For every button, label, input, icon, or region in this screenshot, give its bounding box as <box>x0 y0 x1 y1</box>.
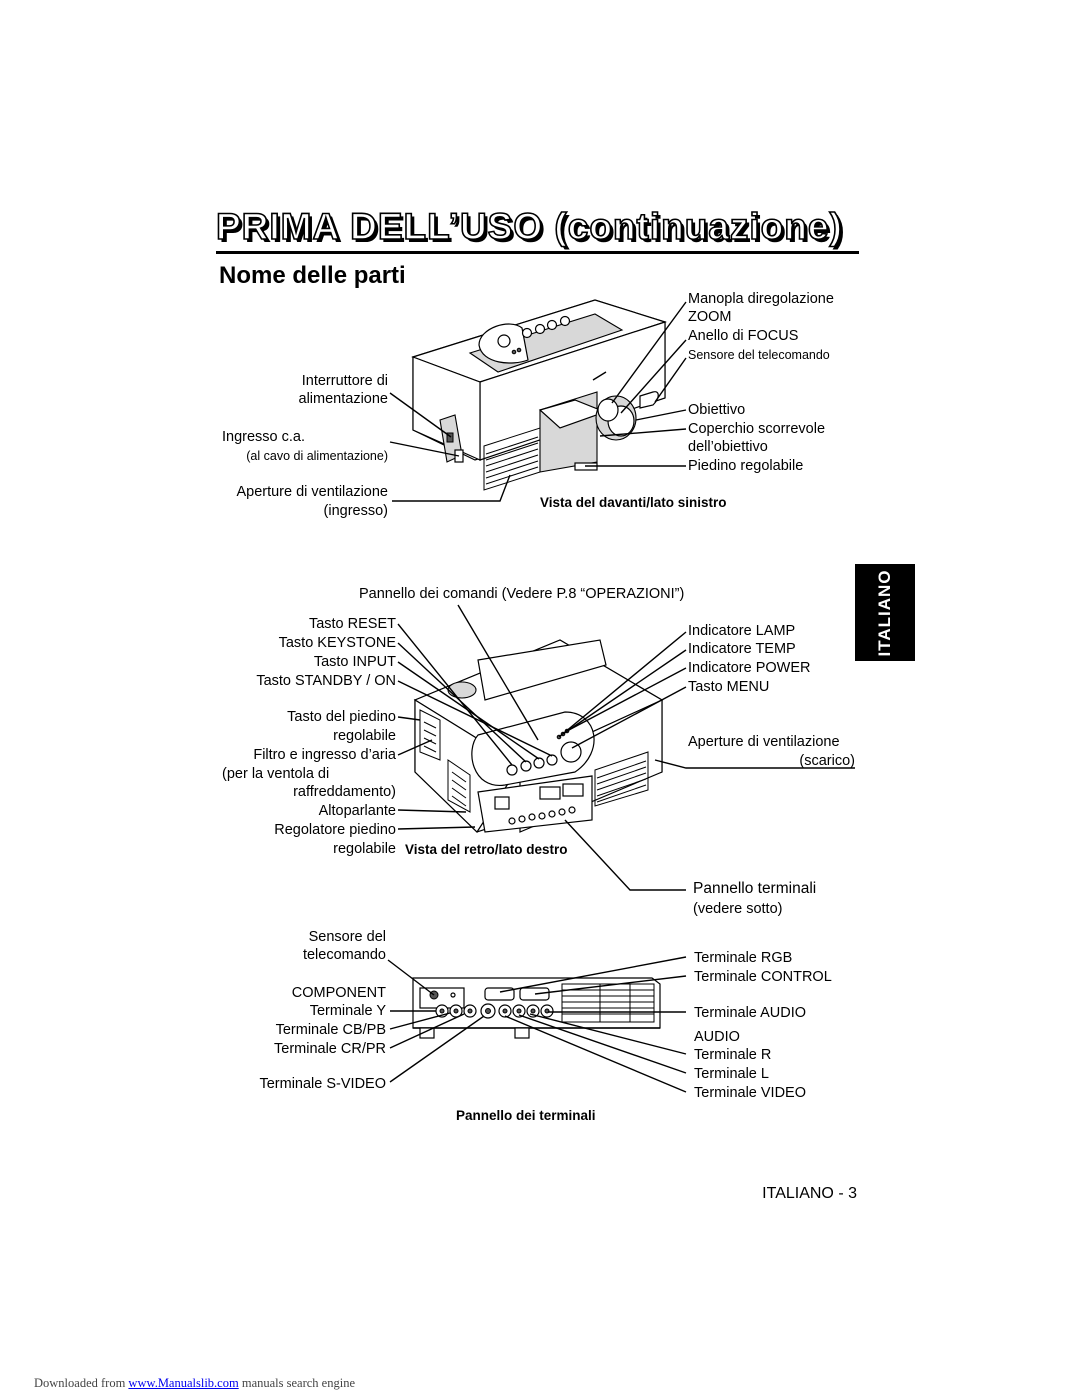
label-filter-line1: Filtro e ingresso d’aria <box>253 747 396 763</box>
label-zoom-line1: Manopla diregolazione <box>688 291 834 307</box>
label-vent-intake-line2: (ingresso) <box>323 503 388 519</box>
label-filter-line2: (per la ventola di <box>222 766 330 782</box>
terminal-panel-illustration <box>412 977 661 1039</box>
label-standby-button: Tasto STANDBY / ON <box>256 673 396 689</box>
label-terminal-svideo: Terminale S-VIDEO <box>259 1076 386 1092</box>
page-number: ITALIANO - 3 <box>762 1185 857 1202</box>
label-component: COMPONENT <box>291 985 386 1001</box>
label-terminal-audio: Terminale AUDIO <box>694 1005 807 1021</box>
label-vent-exhaust-line1: Aperture di ventilazione <box>688 734 840 750</box>
footer-suffix: manuals search engine <box>241 1376 355 1390</box>
front-leader-lines <box>389 301 687 502</box>
label-terminal-rgb: Terminale RGB <box>694 950 793 966</box>
label-reset-button: Tasto RESET <box>308 616 396 632</box>
label-lens-cover-line1: Coperchio scorrevole <box>688 421 826 437</box>
rear-leader-lines <box>397 604 855 891</box>
label-terminal-video: Terminale VIDEO <box>694 1085 807 1101</box>
label-input-button: Tasto INPUT <box>313 654 396 670</box>
projector-front-illustration <box>411 299 667 491</box>
caption-front-view: Vista del davanti/lato sinistro <box>540 495 727 510</box>
projector-rear-illustration <box>413 639 664 833</box>
caption-rear-view: Vista del retro/lato destro <box>405 842 568 857</box>
download-footer: Downloaded from www.Manualslib.com manua… <box>34 1376 355 1391</box>
label-remote-sensor-front: Sensore del telecomando <box>688 348 830 362</box>
label-temp-indicator: Indicatore TEMP <box>688 641 796 657</box>
section-title: Nome delle parti <box>219 262 406 289</box>
label-terminal-panel-line1: Pannello terminali <box>693 880 817 897</box>
label-lamp-indicator: Indicatore LAMP <box>688 623 796 639</box>
label-terminal-cr-pr: Terminale CR/PR <box>274 1041 386 1057</box>
title-rule <box>216 251 859 254</box>
label-vent-exhaust-line2: (scarico) <box>799 753 855 769</box>
label-remote-sensor-rear-line2: telecomando <box>302 947 386 963</box>
label-menu-button: Tasto MENU <box>688 679 770 695</box>
label-power-switch-line1: Interruttore di <box>301 373 388 389</box>
label-adjustable-foot: Piedino regolabile <box>688 458 804 474</box>
caption-terminal-panel: Pannello dei terminali <box>456 1108 596 1123</box>
label-terminal-panel-line2: (vedere sotto) <box>693 901 783 917</box>
label-control-panel: Pannello dei comandi (Vedere P.8 “OPERAZ… <box>359 586 685 602</box>
label-power-indicator: Indicatore POWER <box>688 660 811 676</box>
label-terminal-control: Terminale CONTROL <box>694 969 832 985</box>
label-terminal-r: Terminale R <box>694 1047 772 1063</box>
label-ac-input-note: (al cavo di alimentazione) <box>246 449 388 463</box>
label-terminal-cb-pb: Terminale CB/PB <box>275 1022 386 1038</box>
label-filter-line3: raffreddamento) <box>293 784 396 800</box>
label-audio-group: AUDIO <box>694 1029 740 1045</box>
label-remote-sensor-rear-line1: Sensore del <box>308 929 386 945</box>
label-terminal-y: Terminale Y <box>309 1003 386 1019</box>
label-lens: Obiettivo <box>688 402 746 418</box>
terminal-leader-lines <box>387 956 687 1093</box>
label-power-switch-line2: alimentazione <box>298 391 388 407</box>
label-foot-button-line2: regolabile <box>333 728 396 744</box>
label-foot-adjuster-line1: Regolatore piedino <box>274 822 396 838</box>
label-speaker: Altoparlante <box>318 803 396 819</box>
label-ac-input: Ingresso c.a. <box>222 429 306 445</box>
footer-prefix: Downloaded from <box>34 1376 126 1390</box>
label-keystone-button: Tasto KEYSTONE <box>278 635 396 651</box>
label-terminal-l: Terminale L <box>694 1066 769 1082</box>
label-vent-intake-line1: Aperture di ventilazione <box>236 484 388 500</box>
language-tab: ITALIANO <box>855 564 915 661</box>
label-focus: Anello di FOCUS <box>688 328 799 344</box>
label-foot-adjuster-line2: regolabile <box>333 841 396 857</box>
label-lens-cover-line2: dell’obiettivo <box>688 439 768 455</box>
footer-link[interactable]: www.Manualslib.com <box>128 1376 239 1390</box>
label-zoom-line2: ZOOM <box>688 309 732 325</box>
label-foot-button-line1: Tasto del piedino <box>287 709 396 725</box>
page-title: PRIMA DELL’USO (continuazione) <box>215 205 843 248</box>
